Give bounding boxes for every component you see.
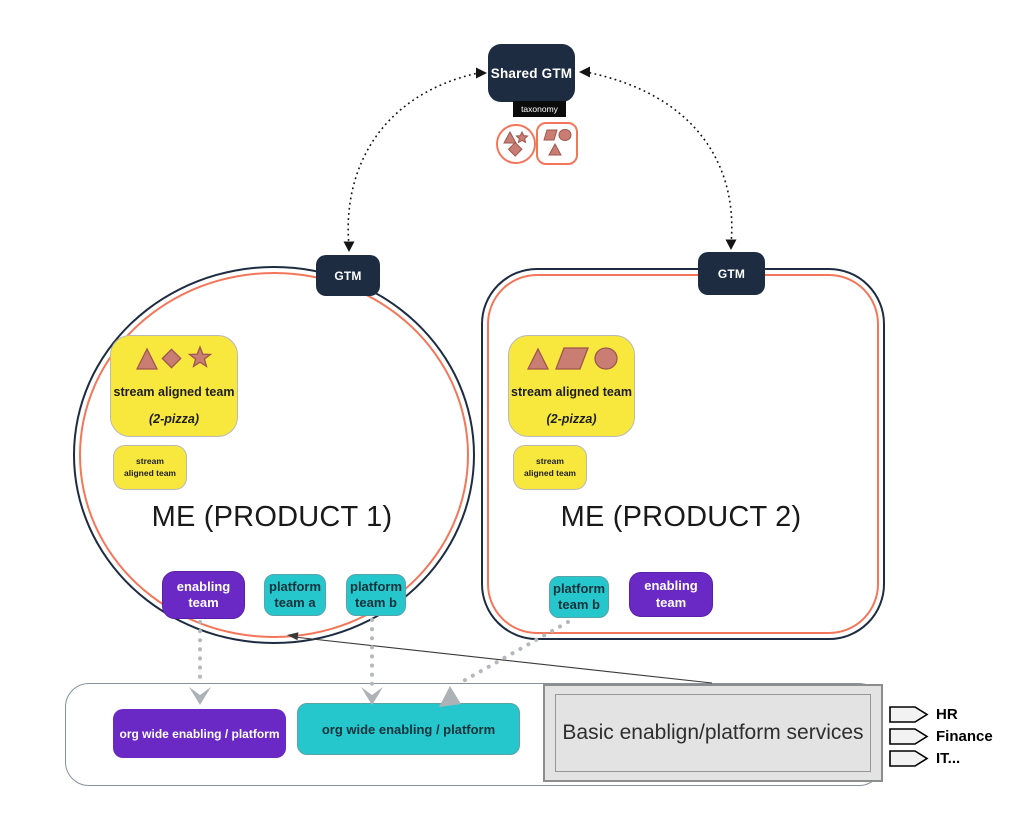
gtm1-shared-gtm-dotted-arrow — [347, 72, 479, 247]
gtm2-shared-gtm-dotted-arrow — [585, 71, 733, 245]
stream-aligned-team-name: stream aligned team — [113, 385, 235, 399]
product2-enabling-team: enabling team — [629, 572, 713, 617]
shared-gtm-node: Shared GTM — [488, 44, 575, 102]
product1-stream-aligned-team: stream aligned team (2-pizza) — [110, 335, 238, 437]
tag-label-it: IT... — [936, 750, 961, 767]
triangle-diamond-star-icon — [503, 130, 529, 157]
team-label: platform team b — [553, 580, 605, 612]
product1-small-stream-team: stream aligned team — [113, 445, 187, 490]
product1-enabling-team: enabling team — [162, 571, 245, 619]
org-wide-enabling-label: org wide enabling / platform — [119, 726, 280, 741]
arrowhead-into-shared-gtm-right — [579, 66, 590, 78]
stream-aligned-team-size: (2-pizza) — [149, 412, 199, 426]
triangle-parallelogram-circle-icons — [526, 347, 618, 370]
arrowhead-into-gtm1 — [343, 241, 355, 252]
product1-platform-team-a: platform team a — [264, 574, 326, 616]
org-wide-platform-box: org wide enabling / platform — [297, 703, 520, 755]
shared-service-tags: HR Finance IT... — [889, 706, 993, 767]
org-wide-platform-label: org wide enabling / platform — [321, 721, 496, 737]
tag-label-hr: HR — [936, 706, 958, 723]
taxonomy-shapes-square-icon — [536, 122, 578, 165]
triangle-diamond-star-icons — [135, 345, 213, 370]
stream-aligned-team-name: stream aligned team — [511, 385, 632, 399]
parallelogram-circle-triangle-icon — [542, 129, 571, 156]
product2-platform-team-b: platform team b — [549, 576, 609, 618]
product2-small-stream-team: stream aligned team — [513, 445, 587, 490]
tag-row-it: IT... — [889, 750, 993, 767]
shared-gtm-label: Shared GTM — [490, 65, 573, 81]
tag-row-hr: HR — [889, 706, 993, 723]
basic-services-box: Basic enablign/platform services — [543, 684, 883, 782]
pentagon-tag-icon — [889, 706, 929, 723]
product1-boundary — [73, 266, 475, 644]
product2-gtm-node: GTM — [698, 252, 765, 295]
taxonomy-badge: taxonomy — [513, 101, 566, 117]
taxonomy-shapes-circle-icon — [496, 124, 536, 164]
product1-platform-team-b: platform team b — [346, 574, 406, 616]
product2-stream-aligned-team: stream aligned team (2-pizza) — [508, 335, 635, 437]
product2-title: ME (PRODUCT 2) — [560, 501, 802, 533]
tag-label-finance: Finance — [936, 728, 993, 745]
org-wide-enabling-box: org wide enabling / platform — [113, 709, 286, 758]
product1-gtm-node: GTM — [316, 255, 380, 296]
services-to-product1-line — [293, 636, 713, 684]
pentagon-tag-icon — [889, 728, 929, 745]
team-label: platform team b — [350, 578, 402, 610]
product1-inner-boundary — [79, 272, 469, 638]
product1-gtm-label: GTM — [334, 268, 362, 283]
product2-inner-boundary — [487, 274, 879, 634]
team-label: enabling team — [644, 578, 698, 610]
product1-title: ME (PRODUCT 1) — [151, 501, 393, 533]
arrowhead-into-shared-gtm-left — [476, 67, 487, 79]
stream-aligned-team-size: (2-pizza) — [546, 412, 597, 426]
team-label: platform team a — [269, 578, 321, 610]
pentagon-tag-icon — [889, 750, 929, 767]
taxonomy-label: taxonomy — [521, 104, 558, 114]
small-stream-team-label: stream aligned team — [124, 456, 176, 478]
product2-gtm-label: GTM — [717, 266, 746, 281]
team-label: enabling team — [176, 578, 231, 610]
small-stream-team-label: stream aligned team — [524, 456, 576, 478]
arrowhead-into-gtm2 — [725, 239, 737, 250]
basic-services-label: Basic enablign/platform services — [555, 694, 871, 772]
tag-row-finance: Finance — [889, 728, 993, 745]
